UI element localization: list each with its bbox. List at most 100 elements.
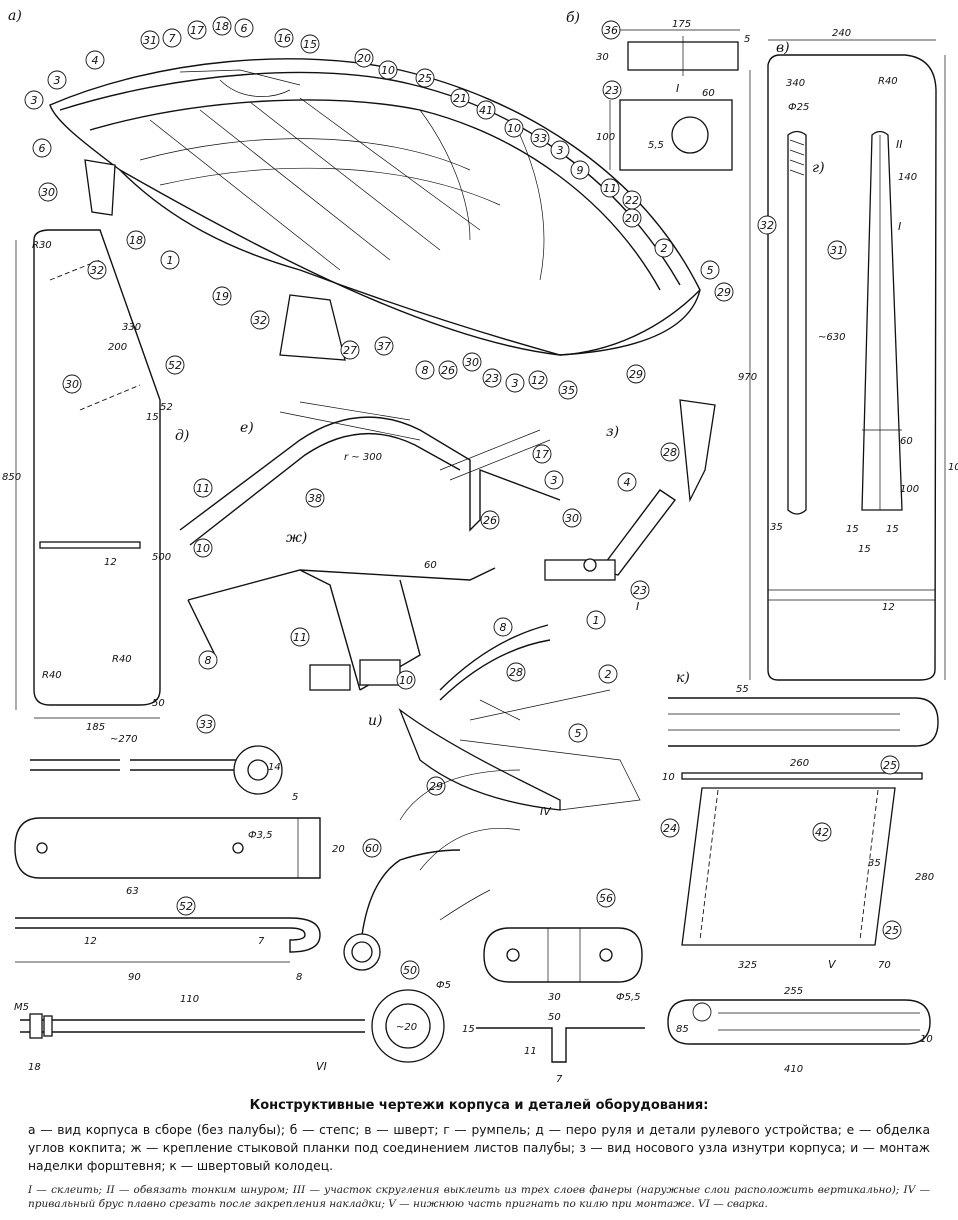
strap-dim-7: 7 bbox=[556, 1074, 563, 1085]
part-number-a-1: 6 bbox=[39, 142, 46, 155]
hull-part-callouts bbox=[24, 16, 734, 400]
step-dim-30: 30 bbox=[596, 52, 609, 63]
centerboard-dim-240: 240 bbox=[832, 28, 851, 39]
part-number-i-3: 5 bbox=[575, 727, 582, 740]
part-number-a-12: 20 bbox=[357, 52, 371, 65]
part-number-a-7: 17 bbox=[190, 24, 204, 37]
tiller-dim-15c: 15 bbox=[858, 544, 871, 555]
strap-56-drawing bbox=[476, 927, 645, 1063]
strap-dim-f55: Ф5,5 bbox=[616, 992, 641, 1003]
part-number-z-4: 23 bbox=[633, 584, 647, 597]
rudder-dim-r30: R30 bbox=[32, 240, 52, 251]
part-number-a-38: 19 bbox=[215, 290, 229, 303]
strap-dim-50: 50 bbox=[548, 1012, 561, 1023]
cockpit-corner-drawing bbox=[179, 401, 561, 546]
centerboard-dim-970: 970 bbox=[738, 372, 757, 383]
rudder-dim-15: 15 bbox=[146, 412, 159, 423]
part-number-a-32: 30 bbox=[465, 356, 479, 369]
centerboard-trunk-callouts bbox=[660, 755, 902, 1022]
part-number-e-5: 3 bbox=[551, 474, 558, 487]
stem-fitting-drawing bbox=[398, 624, 641, 811]
rudder-dim-r40a: R40 bbox=[42, 670, 62, 681]
section-zh-letter: ж) bbox=[286, 530, 307, 546]
rudder-dim-r40b: R40 bbox=[112, 654, 132, 665]
part-number-a-39: 1 bbox=[167, 254, 174, 267]
section-b-letter: б) bbox=[566, 10, 580, 26]
part-number-hardware-2: 60 bbox=[365, 842, 379, 855]
plate-dim-7: 7 bbox=[258, 936, 265, 947]
part-number-zh-1: 11 bbox=[293, 631, 307, 644]
rudder-blade-drawing bbox=[15, 229, 161, 719]
rod-33-drawing bbox=[30, 745, 283, 795]
part-number-a-37: 32 bbox=[253, 314, 267, 327]
part-number-e-2: 38 bbox=[308, 492, 322, 505]
part-number-z-2: 30 bbox=[565, 512, 579, 525]
part-number-a-15: 21 bbox=[453, 92, 467, 105]
shackle-dim-18: 18 bbox=[28, 1062, 41, 1073]
tiller-part-31: 31 bbox=[830, 244, 844, 257]
bow-node-drawing bbox=[544, 399, 716, 581]
plate-52-drawing bbox=[14, 817, 321, 963]
part-number-a-26: 29 bbox=[717, 286, 731, 299]
part-number-hardware-3: 56 bbox=[599, 892, 613, 905]
centerboard-dim-1050: 1050 bbox=[948, 462, 958, 473]
part-number-hardware-0: 33 bbox=[199, 718, 213, 731]
tiller-dim-15a: 15 bbox=[846, 524, 859, 535]
part-number-a-4: 4 bbox=[92, 54, 99, 67]
part-number-a-25: 5 bbox=[707, 264, 714, 277]
plate-dim-f35: Ф3,5 bbox=[248, 830, 273, 841]
cockpit-dim-r300: r ~ 300 bbox=[344, 452, 382, 463]
part-number-k-1: 24 bbox=[663, 822, 677, 835]
part-number-a-6: 7 bbox=[169, 32, 176, 45]
rudder-dim-500: 500 bbox=[152, 552, 171, 563]
rudder-part-30: 30 bbox=[65, 378, 79, 391]
part-number-a-30: 3 bbox=[512, 377, 519, 390]
part-number-a-40: 18 bbox=[129, 234, 143, 247]
part-number-a-35: 37 bbox=[377, 340, 391, 353]
step-dim-5: 5 bbox=[744, 34, 750, 45]
part-number-i-1: 28 bbox=[509, 666, 523, 679]
trunk-dim-70: 70 bbox=[878, 960, 891, 971]
deck-joint-dim-60: 60 bbox=[424, 560, 437, 571]
step-dim-100: 100 bbox=[596, 132, 615, 143]
figure-caption: Конструктивные чертежи корпуса и деталей… bbox=[10, 1098, 948, 1211]
caption-legend: а — вид корпуса в сборе (без палубы); б … bbox=[28, 1123, 930, 1173]
ring-60-callout bbox=[362, 838, 382, 858]
plate-dim-12: 12 bbox=[84, 936, 97, 947]
rod-33-callout bbox=[196, 714, 216, 734]
part-number-a-20: 9 bbox=[577, 164, 584, 177]
part-number-a-5: 31 bbox=[143, 34, 157, 47]
trunk-dim-10: 10 bbox=[662, 772, 675, 783]
part-number-a-3: 30 bbox=[41, 186, 55, 199]
part-number-e-3: 26 bbox=[483, 514, 497, 527]
trunk-dim-85: 85 bbox=[676, 1024, 689, 1035]
tiller-dim-630: ~630 bbox=[818, 332, 845, 343]
part-number-a-17: 10 bbox=[507, 122, 521, 135]
part-number-a-34: 8 bbox=[422, 364, 429, 377]
tiller-part-32: 32 bbox=[760, 219, 774, 232]
rudder-blade-callouts bbox=[62, 260, 185, 394]
step-dim-5-5: 5,5 bbox=[648, 140, 664, 151]
tiller-mark-II: II bbox=[896, 138, 903, 151]
tiller-dim-15b: 15 bbox=[886, 524, 899, 535]
step-part-36: 36 bbox=[604, 24, 618, 37]
strap-dim-11: 11 bbox=[524, 1046, 537, 1057]
strap-56-callout bbox=[596, 888, 616, 908]
part-number-a-13: 10 bbox=[381, 64, 395, 77]
part-number-a-11: 15 bbox=[303, 38, 317, 51]
section-e-letter: е) bbox=[240, 420, 254, 436]
hull-assembly-drawing bbox=[49, 58, 701, 361]
part-number-a-28: 35 bbox=[561, 384, 575, 397]
plate-dim-8: 8 bbox=[296, 972, 302, 983]
section-v-letter: в) bbox=[776, 40, 790, 56]
rod-dim-270: ~270 bbox=[110, 734, 137, 745]
ring-60-drawing bbox=[343, 769, 521, 971]
step-mark-I: I bbox=[676, 82, 679, 95]
trunk-dim-260: 260 bbox=[790, 758, 809, 769]
shackle-mark-VI: VI bbox=[316, 1060, 327, 1073]
tiller-dim-60: 60 bbox=[900, 436, 913, 447]
tiller-callouts bbox=[757, 215, 847, 260]
step-dim-60: 60 bbox=[702, 88, 715, 99]
deck-joint-callouts bbox=[198, 627, 416, 690]
part-number-z-3: 1 bbox=[593, 614, 600, 627]
